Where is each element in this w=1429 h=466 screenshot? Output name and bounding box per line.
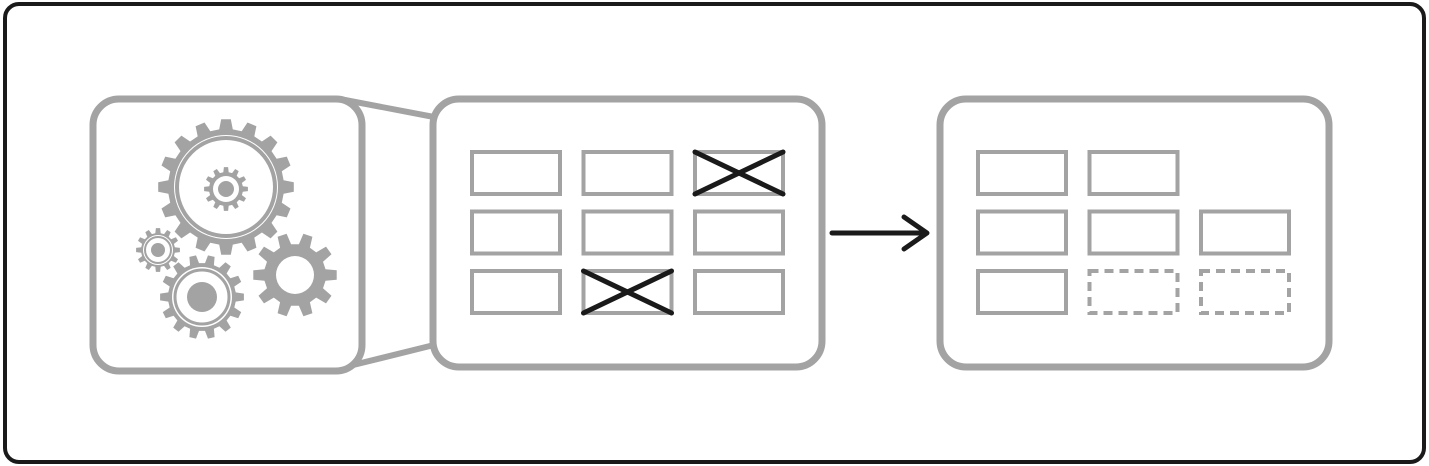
after-grid — [976, 150, 1291, 315]
cross-stroke — [692, 149, 786, 197]
after-cell-placeholder — [1199, 269, 1291, 315]
zoom-connector-top — [344, 97, 435, 120]
before-cell-present — [470, 209, 562, 256]
before-cell-present — [581, 209, 674, 256]
arrow-right-icon — [829, 214, 930, 252]
before-grid — [470, 149, 786, 316]
arrow-head — [901, 214, 930, 252]
large-gear-ring — [175, 136, 277, 238]
gears-icon — [136, 119, 337, 339]
before-cell-present — [581, 150, 674, 196]
small-gear-ring — [144, 236, 172, 264]
before-cell-present — [693, 209, 785, 256]
medium-gear-ring — [187, 282, 217, 312]
cross-icon — [581, 268, 674, 316]
small-gear-ring — [151, 243, 165, 257]
small-gear — [136, 228, 180, 272]
after-cell-present — [976, 150, 1068, 196]
after-cell-present — [976, 209, 1068, 256]
before-cell-present — [693, 269, 785, 315]
before-cell-present — [470, 150, 562, 196]
after-cell-present — [1087, 150, 1180, 196]
right-gear — [253, 233, 337, 317]
cross-icon — [692, 149, 786, 197]
after-cell-present — [976, 269, 1068, 315]
after-cell-placeholder — [1087, 269, 1180, 315]
cross-stroke — [581, 268, 674, 316]
inner-gear — [204, 167, 248, 211]
before-cell-present — [470, 269, 562, 315]
after-cell-present — [1087, 209, 1180, 256]
medium-gear-ring — [173, 268, 231, 326]
inner-gear-ring — [218, 181, 234, 197]
right-gear-ring — [276, 256, 314, 294]
after-cell-present — [1199, 209, 1291, 256]
medium-gear — [160, 255, 244, 339]
zoom-connector-bottom — [344, 342, 435, 370]
